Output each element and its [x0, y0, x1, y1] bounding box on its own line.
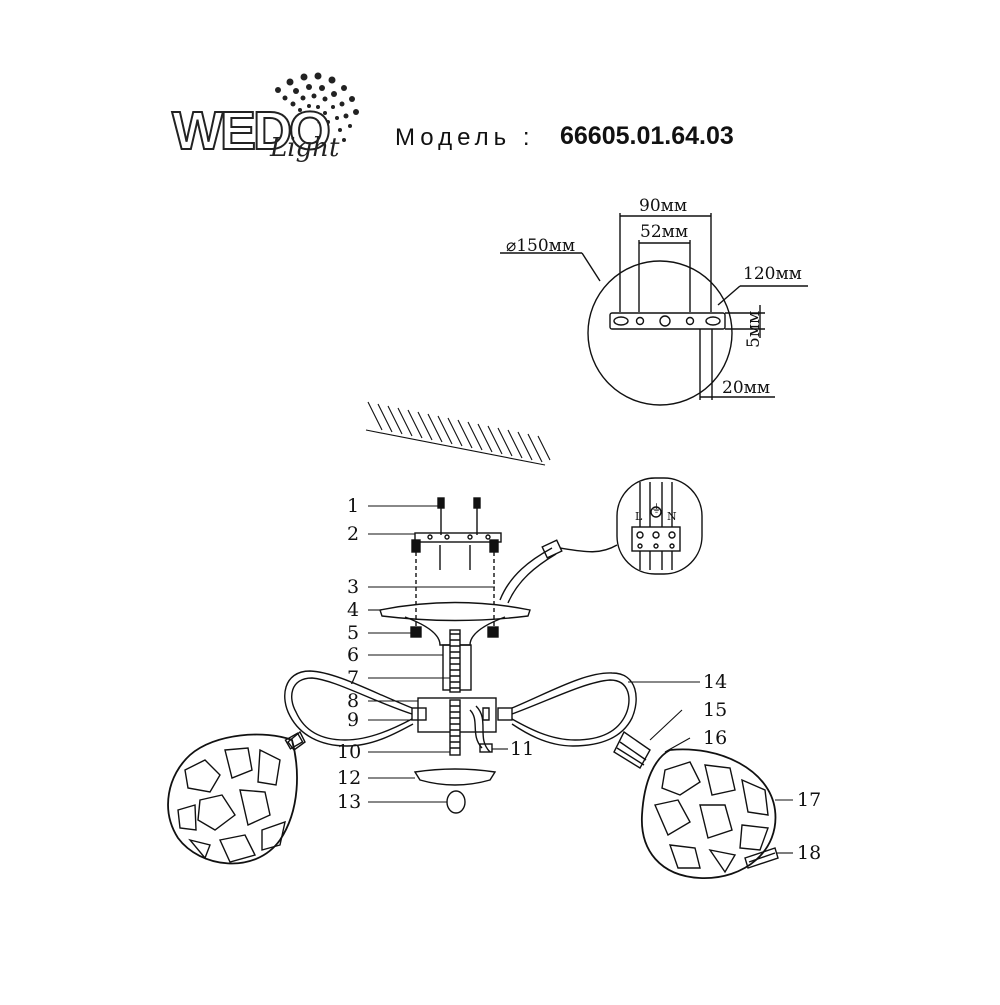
- junction-box: [411, 697, 513, 756]
- left-arm: [284, 670, 414, 750]
- callout-10: 10: [337, 741, 362, 763]
- dim-plate-height: 20мм: [722, 378, 771, 398]
- brand-logo-script: Light: [270, 133, 340, 163]
- callout-1: 1: [347, 495, 360, 517]
- callout-13: 13: [337, 791, 362, 813]
- callout-2: 2: [347, 523, 360, 545]
- callout-16: 16: [703, 727, 728, 749]
- left-glass-shade: [167, 730, 306, 865]
- callout-6: 6: [347, 644, 360, 666]
- callout-12: 12: [337, 767, 362, 789]
- dim-spacing-outer: 90мм: [639, 196, 688, 216]
- callout-18: 18: [797, 842, 822, 864]
- dim-diameter: ⌀150мм: [506, 236, 576, 256]
- mounting-plate-detail: [500, 213, 808, 406]
- right-glass-shade: [641, 748, 779, 879]
- brand-logo: WEDO: [171, 101, 332, 161]
- callout-8: 8: [347, 690, 360, 712]
- callout-4: 4: [347, 599, 360, 621]
- logo-swirl-icon: [275, 72, 359, 142]
- callout-15: 15: [703, 699, 728, 721]
- terminal-block-detail: [559, 477, 703, 575]
- callout-14: 14: [703, 671, 728, 693]
- model-label: Модель :: [395, 124, 535, 151]
- bottom-cap: [413, 768, 497, 814]
- dim-plate-offset: 5мм: [744, 310, 764, 348]
- terminal-label-earth: ⏚: [651, 502, 662, 515]
- dim-plate-length: 120мм: [743, 264, 802, 284]
- callout-leaders: [368, 505, 793, 854]
- ceiling-hatch: [365, 401, 551, 466]
- callout-9: 9: [347, 709, 360, 731]
- supply-wire: [499, 539, 563, 604]
- callout-17: 17: [797, 789, 822, 811]
- dim-spacing-inner: 52мм: [640, 222, 689, 242]
- model-number: 66605.01.64.03: [560, 122, 734, 150]
- callout-3: 3: [347, 576, 360, 598]
- callout-5: 5: [347, 622, 360, 644]
- mounting-bracket: [411, 497, 502, 630]
- center-stem: [442, 629, 472, 693]
- right-arm: [511, 672, 651, 769]
- callout-11: 11: [510, 738, 535, 760]
- terminal-label-n: N: [667, 510, 677, 523]
- callout-7: 7: [347, 667, 360, 689]
- terminal-label-l: L: [635, 510, 643, 523]
